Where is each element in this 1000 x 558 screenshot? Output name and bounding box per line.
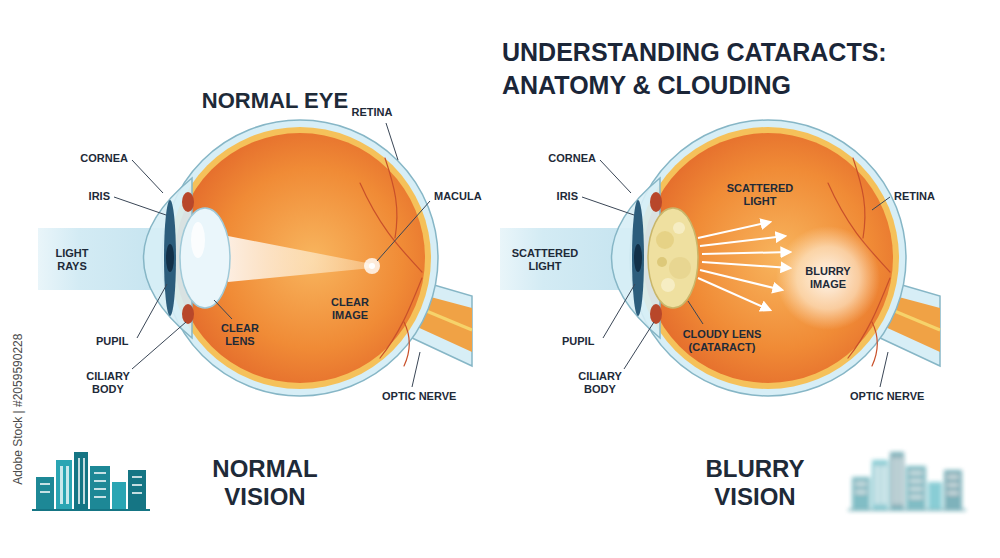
- vision-caption: BLURRY VISION: [680, 455, 830, 510]
- part-label: PUPIL: [96, 335, 156, 348]
- part-label: RETINA: [894, 190, 964, 203]
- light-label: SCATTERED LIGHT: [720, 182, 800, 208]
- part-label: OPTIC NERVE: [850, 390, 950, 403]
- light-label: SCATTERED LIGHT: [505, 247, 585, 273]
- part-label: MACULA: [434, 190, 504, 203]
- part-label: CORNEA: [526, 152, 596, 165]
- part-label: OPTIC NERVE: [382, 390, 482, 403]
- part-label: CLOUDY LENS (CATARACT): [674, 328, 770, 354]
- part-label: CILIARY BODY: [568, 370, 632, 396]
- main-title: UNDERSTANDING CATARACTS: ANATOMY & CLOUD…: [502, 36, 982, 101]
- light-label: LIGHT RAYS: [42, 247, 102, 273]
- watermark: Adobe Stock | #2059590228: [11, 294, 25, 524]
- vision-caption: NORMAL VISION: [190, 455, 340, 510]
- part-label: CILIARY BODY: [76, 370, 140, 396]
- image-label: BLURRY IMAGE: [797, 265, 859, 291]
- image-label: CLEAR IMAGE: [321, 296, 379, 322]
- part-label: RETINA: [342, 106, 402, 119]
- part-label: PUPIL: [562, 335, 622, 348]
- part-label: CLEAR LENS: [214, 322, 266, 348]
- part-label: IRIS: [60, 190, 110, 203]
- part-label: IRIS: [528, 190, 578, 203]
- part-label: CORNEA: [58, 152, 128, 165]
- section-heading: NORMAL EYE: [175, 88, 375, 113]
